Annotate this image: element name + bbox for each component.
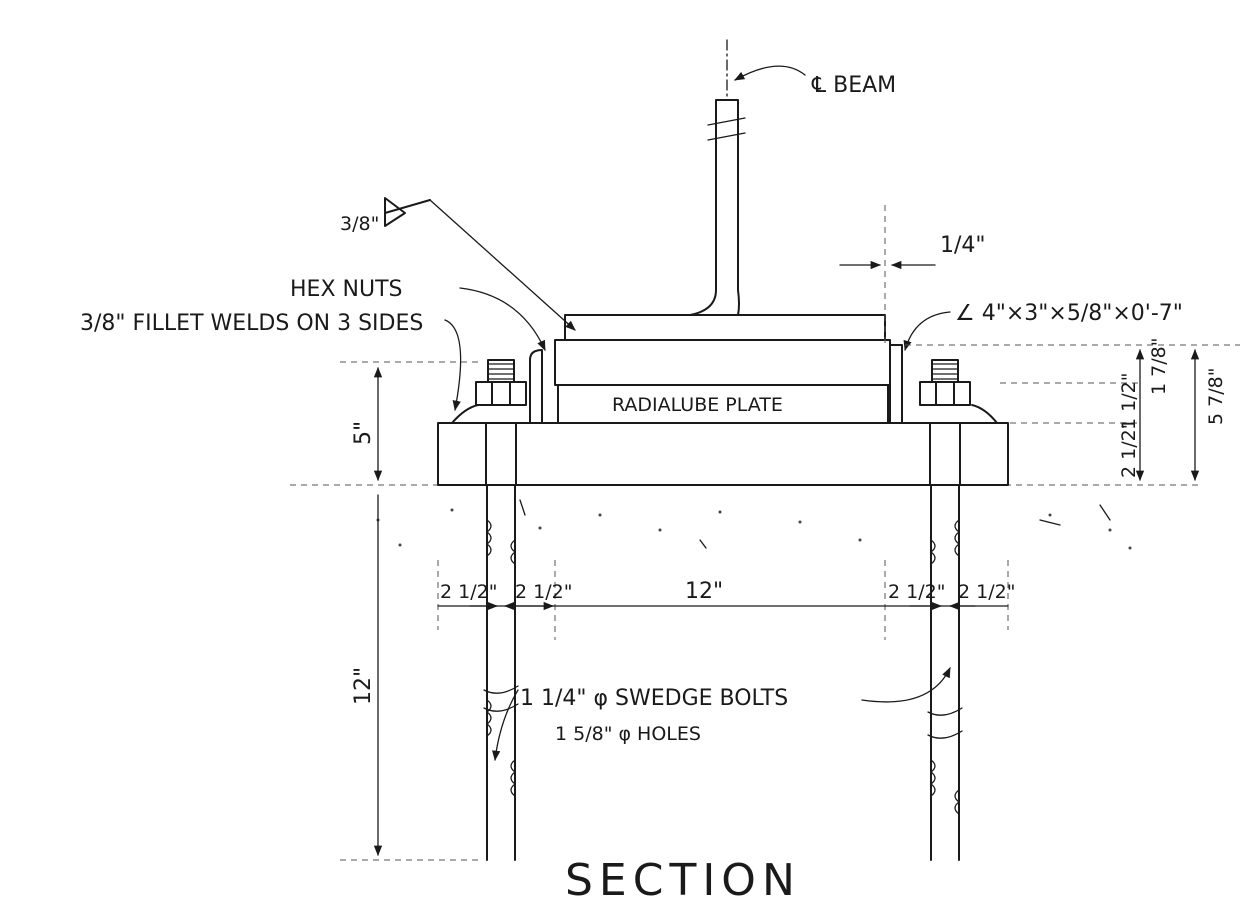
left-height-dimension — [340, 361, 480, 482]
beam-flange — [564, 314, 886, 341]
gap-dimension — [839, 205, 936, 345]
right-lower-dim: 2 1/2" — [1118, 421, 1140, 478]
upper-bearing-plate — [554, 339, 891, 386]
weld-symbol — [384, 197, 576, 331]
edge-right-inner-label: 2 1/2" — [888, 581, 945, 603]
edge-left-inner-label: 2 1/2" — [515, 581, 572, 603]
angle-spec-label: ∠ 4"×3"×5/8"×0'-7" — [955, 301, 1183, 326]
section-title: SECTION — [565, 855, 801, 904]
right-hex-nut — [919, 359, 971, 406]
left-fillet-weld — [451, 404, 479, 424]
centerline-beam-label: ℄ BEAM — [811, 73, 896, 98]
right-upper-dim: 1 7/8" — [1148, 338, 1170, 395]
concrete-pier — [290, 484, 1200, 550]
horizontal-dimension-string — [437, 560, 1009, 640]
bolt-embed-dim-label: 12" — [351, 667, 376, 705]
left-height-dim-label: 5" — [351, 421, 376, 445]
fillet-welds-label: 3/8" FILLET WELDS ON 3 SIDES — [80, 311, 423, 336]
left-angle — [529, 349, 543, 424]
swedge-bolts-label: 1 1/4" φ SWEDGE BOLTS — [520, 686, 788, 711]
left-hex-nut — [475, 359, 527, 406]
bolt-embed-dimension — [340, 494, 480, 861]
edge-right-outer-label: 2 1/2" — [958, 581, 1015, 603]
right-total-dim: 5 7/8" — [1205, 368, 1227, 425]
hex-nuts-label: HEX NUTS — [290, 277, 402, 302]
radialube-plate-label: RADIALUBE PLATE — [612, 394, 783, 416]
holes-label: 1 5/8" φ HOLES — [555, 723, 701, 745]
right-middle-dim: 1 1/2" — [1118, 373, 1140, 430]
bolt-spacing-label: 12" — [685, 579, 723, 604]
right-swedge-bolt — [927, 484, 963, 861]
weld-size-label: 3/8" — [340, 213, 379, 235]
centerline-leader — [734, 65, 806, 81]
base-plate — [437, 422, 1009, 486]
beam-web — [689, 39, 746, 316]
right-fillet-weld — [971, 404, 998, 424]
left-swedge-bolt — [483, 484, 519, 861]
gap-dimension-label: 1/4" — [940, 233, 986, 258]
right-vertical-dimensions — [905, 344, 1240, 482]
right-angle — [889, 344, 903, 424]
edge-left-outer-label: 2 1/2" — [440, 581, 497, 603]
